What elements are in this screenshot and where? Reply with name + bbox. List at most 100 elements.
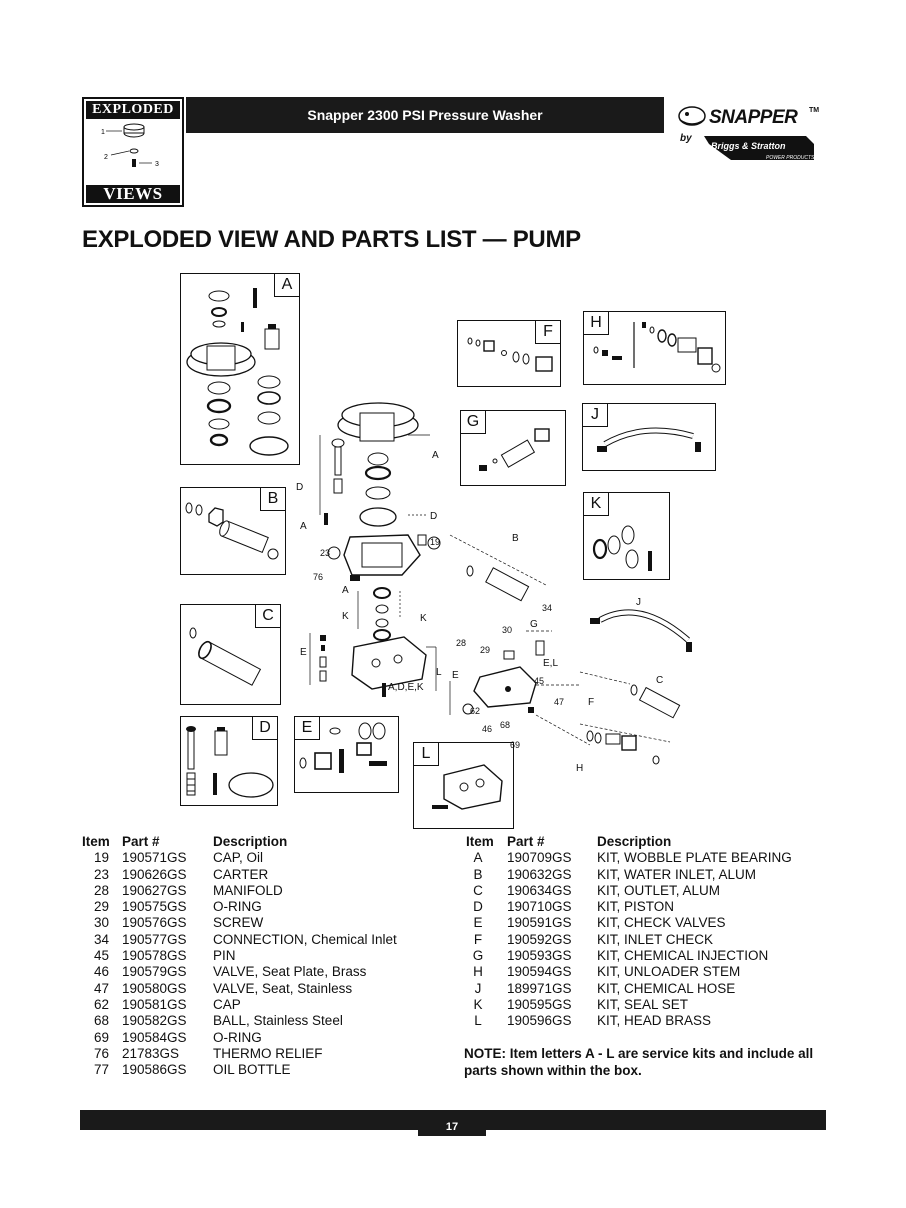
table-row: C 190634GS KIT, OUTLET, ALUM	[466, 883, 826, 899]
callout-19: 19	[430, 537, 441, 547]
part-cell: 190595GS	[507, 996, 572, 1012]
part-cell: 190579GS	[122, 964, 187, 980]
item-cell: 45	[93, 948, 109, 964]
callout-letter-a-mid: A	[342, 585, 349, 596]
part-cell: 190578GS	[122, 948, 187, 964]
kit-label-a: A	[274, 273, 300, 297]
part-cell: 190710GS	[507, 899, 572, 915]
item-cell: 77	[93, 1062, 109, 1078]
brand-trademark: TM	[809, 107, 820, 114]
header-description: Description	[597, 834, 672, 849]
description-cell: KIT, OUTLET, ALUM	[597, 882, 721, 898]
kit-box-e: E	[294, 716, 399, 793]
description-cell: CAP, Oil	[213, 850, 264, 866]
part-cell: 190582GS	[122, 1013, 187, 1029]
item-cell: 28	[93, 882, 109, 898]
kit-label-h: H	[583, 311, 609, 335]
description-cell: OIL BOTTLE	[213, 1062, 291, 1078]
table-row: 77 190586GS OIL BOTTLE	[82, 1062, 452, 1078]
kit-box-b: B	[180, 487, 286, 575]
page-title: EXPLODED VIEW AND PARTS LIST — PUMP	[82, 226, 581, 253]
callout-34: 34	[542, 603, 553, 613]
item-cell: 30	[93, 915, 109, 931]
item-cell: 34	[93, 931, 109, 947]
kit-label-f: F	[535, 320, 561, 344]
callout-letter-k-right: K	[420, 613, 427, 624]
callout-62: 62	[470, 706, 481, 716]
description-cell: KIT, CHECK VALVES	[597, 915, 726, 931]
part-cell: 189971GS	[507, 980, 572, 996]
description-cell: KIT, CHEMICAL HOSE	[597, 980, 736, 996]
description-cell: KIT, CHEMICAL INJECTION	[597, 948, 769, 964]
kit-box-d: D	[180, 716, 278, 806]
badge-illustration: 1 2 3	[101, 123, 159, 168]
callout-letter-e-mid: E	[452, 670, 459, 681]
description-cell: MANIFOLD	[213, 882, 283, 898]
description-cell: KIT, WATER INLET, ALUM	[597, 866, 757, 882]
callout-69: 69	[510, 740, 521, 750]
table-header: Item Part # Description	[82, 834, 452, 850]
badge-callout-1: 1	[101, 129, 105, 136]
part-cell: 190634GS	[507, 882, 572, 898]
callout-letter-e-left: E	[300, 647, 307, 658]
kit-h-parts-drawing	[593, 322, 721, 373]
callout-letter-d-right: D	[430, 511, 438, 522]
note-lead: NOTE:	[464, 1046, 506, 1061]
item-cell: 23	[93, 866, 109, 882]
kit-label-d: D	[252, 716, 278, 740]
callout-45: 45	[534, 676, 545, 686]
kit-box-j: J	[582, 403, 716, 471]
brand-name: SNAPPER	[709, 107, 798, 128]
description-cell: THERMO RELIEF	[213, 1045, 323, 1061]
description-cell: KIT, UNLOADER STEM	[597, 964, 741, 980]
callout-76: 76	[313, 572, 324, 582]
table-row: 45 190578GS PIN	[82, 948, 452, 964]
part-cell: 190593GS	[507, 948, 572, 964]
item-cell: 19	[93, 850, 109, 866]
callout-letter-k-left: K	[342, 611, 349, 622]
kit-box-f: F	[457, 320, 561, 387]
part-cell: 190575GS	[122, 899, 187, 915]
part-cell: 190577GS	[122, 931, 187, 947]
description-cell: PIN	[213, 948, 236, 964]
callout-letter-c: C	[656, 675, 664, 686]
part-cell: 190581GS	[122, 996, 187, 1012]
item-cell: 68	[93, 1013, 109, 1029]
part-cell: 190584GS	[122, 1029, 187, 1045]
kit-box-a: A	[180, 273, 300, 465]
description-cell: CAP	[213, 996, 241, 1012]
part-cell: 190591GS	[507, 915, 572, 931]
callout-46: 46	[482, 724, 493, 734]
outlet-unloader-assembly	[579, 609, 692, 765]
kit-d-parts-drawing	[186, 726, 274, 798]
exploded-views-badge: EXPLODED 1 2 3 VIEWS	[82, 97, 184, 207]
item-cell: C	[473, 882, 483, 898]
callout-letter-f: F	[588, 697, 595, 708]
part-cell: 190709GS	[507, 850, 572, 866]
callout-68: 68	[500, 720, 511, 730]
part-cell: 190596GS	[507, 1013, 572, 1029]
item-cell: L	[474, 1013, 482, 1029]
brand-by: by	[680, 133, 692, 144]
table-header: Item Part # Description	[466, 834, 826, 850]
description-cell: CONNECTION, Chemical Inlet	[213, 931, 397, 947]
description-cell: CARTER	[213, 866, 269, 882]
description-cell: KIT, WOBBLE PLATE BEARING	[597, 850, 792, 866]
callout-letter-l: L	[436, 667, 442, 678]
kit-k-parts-drawing	[592, 525, 652, 571]
kit-label-g: G	[460, 410, 486, 434]
part-cell: 190586GS	[122, 1062, 187, 1078]
callout-letter-g: G	[530, 619, 538, 630]
callout-29: 29	[480, 645, 491, 655]
